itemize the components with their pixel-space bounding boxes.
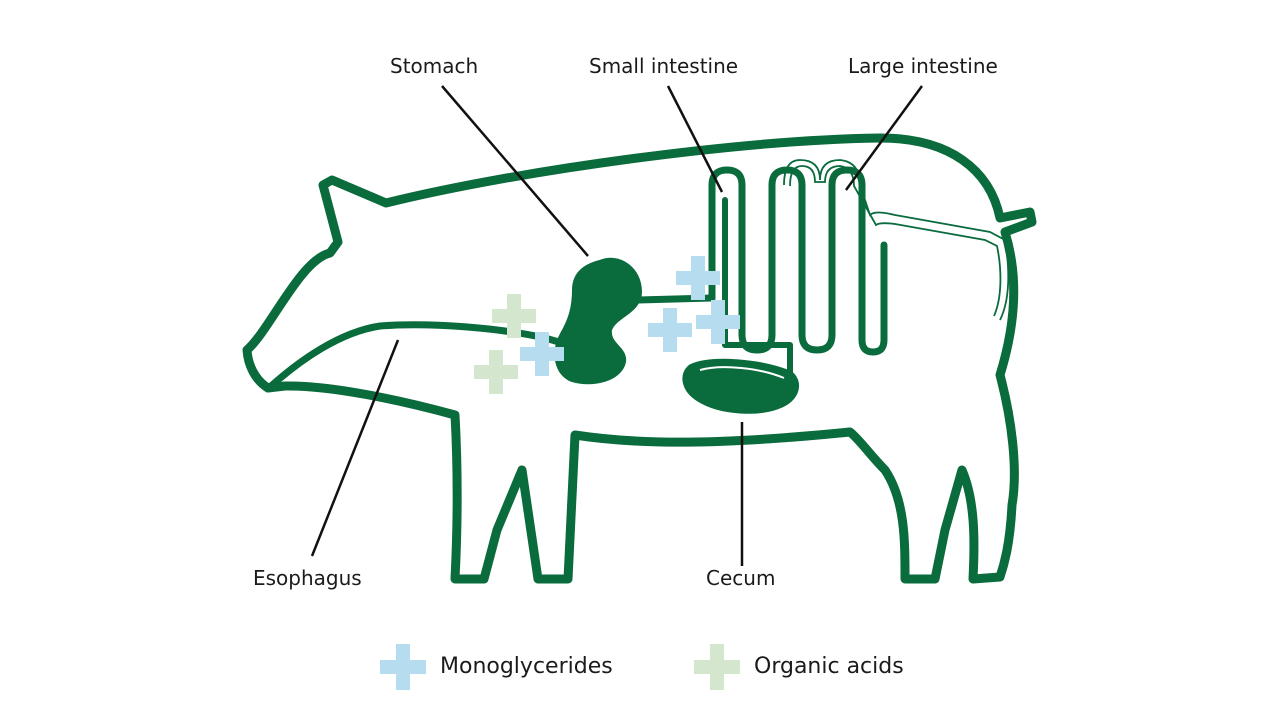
small-intestine-leader [666, 85, 724, 193]
monoglyceride-cross-3 [648, 308, 692, 352]
cecum-highlight [699, 366, 785, 379]
small-intestine-lower-loop [722, 197, 793, 375]
monoglyceride-cross-4 [696, 300, 740, 344]
monoglyceride-cross-2 [676, 256, 720, 300]
pig-body-outline [242, 133, 1037, 584]
stomach-leader [441, 85, 589, 257]
large-intestine-leader [844, 85, 924, 191]
esophagus-leader [310, 339, 400, 557]
monoglycerides-cross-icon [380, 644, 426, 690]
legend-monoglycerides-label: Monoglycerides [440, 654, 613, 679]
large-intestine-label: Large intestine [848, 54, 998, 78]
legend-organic-acids-label: Organic acids [754, 654, 904, 679]
organic-acid-cross-1 [492, 294, 536, 338]
small-intestine-label: Small intestine [589, 54, 739, 78]
organic-acid-cross-2 [474, 350, 518, 394]
monoglyceride-cross-1 [520, 332, 564, 376]
legend-organic-acids: Organic acids [694, 644, 904, 690]
organic-acids-cross-icon [694, 644, 740, 690]
esophagus-label: Esophagus [253, 566, 362, 590]
cecum-label: Cecum [706, 566, 776, 590]
stomach-label: Stomach [390, 54, 479, 78]
stomach-shape[interactable] [554, 257, 643, 385]
small-intestine-coils[interactable] [708, 166, 888, 356]
large-intestine-outer[interactable] [783, 159, 1010, 321]
legend-monoglycerides: Monoglycerides [380, 644, 613, 690]
large-intestine-inner [789, 165, 1002, 317]
